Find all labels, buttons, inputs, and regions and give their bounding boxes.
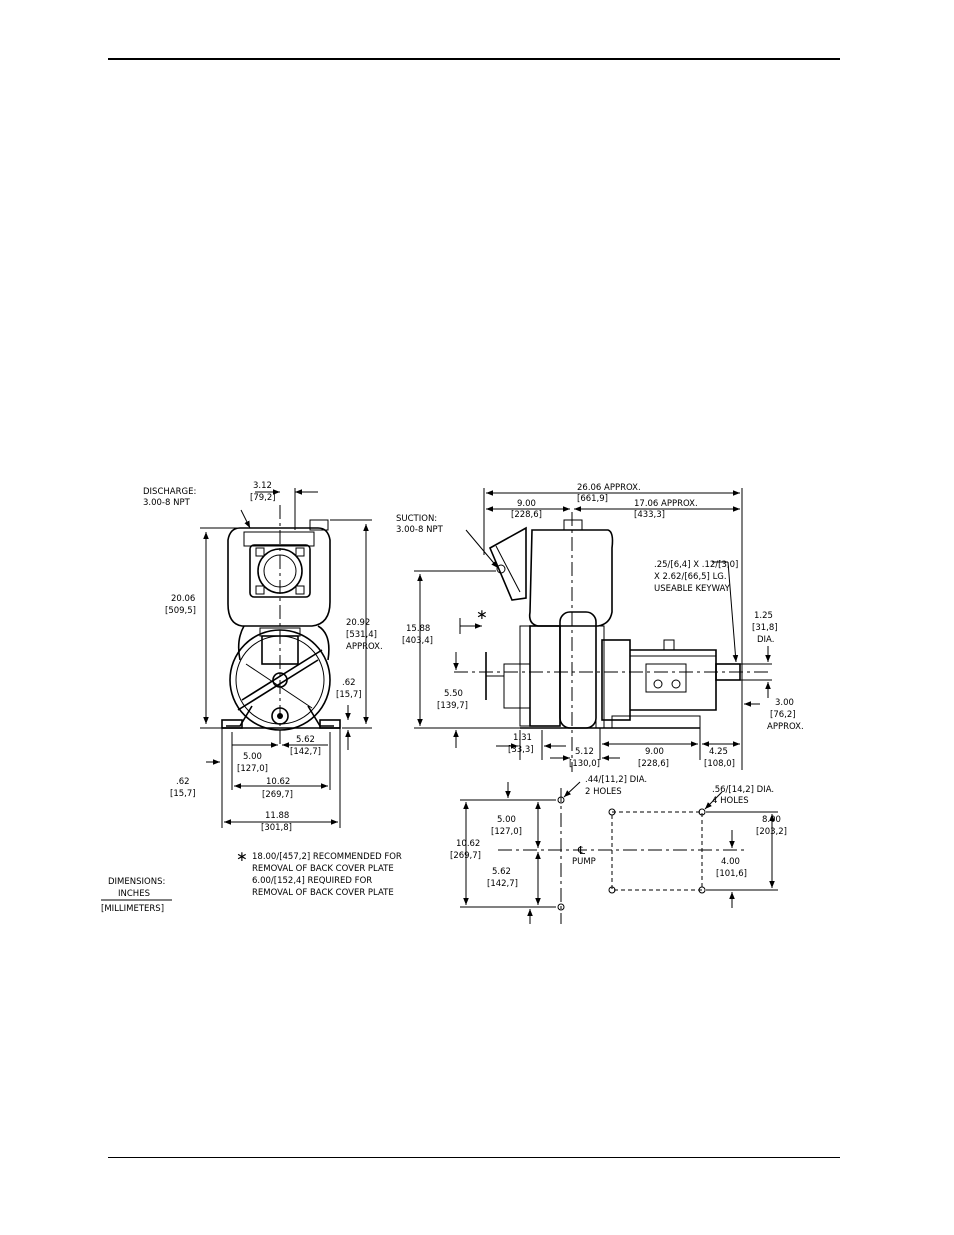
plan-dim-4-00-in: 4.00 — [721, 857, 740, 867]
dim-5-00-mm: [127,0] — [237, 764, 268, 774]
legend-title: DIMENSIONS: — [108, 877, 165, 887]
hole-small-size: .44/[11,2] DIA. — [585, 775, 647, 785]
front-dimension-texts: DISCHARGE: 3.00-8 NPT 3.12 [79,2] 20.06 … — [143, 481, 383, 833]
dim-9-00-bottom-in: 9.00 — [645, 747, 664, 757]
dim-15-88-mm: [403,4] — [402, 636, 433, 646]
dim-20-92-approx: APPROX. — [346, 642, 383, 652]
dim-3-00-mm: [76,2] — [770, 710, 796, 720]
dim-5-50-mm: [139,7] — [437, 701, 468, 711]
dim-5-62-mm: [142,7] — [290, 747, 321, 757]
note-line-2: REMOVAL OF BACK COVER PLATE — [252, 864, 394, 874]
dim-9-00-top-in: 9.00 — [517, 499, 536, 509]
plan-dim-4-00-mm: [101,6] — [716, 869, 747, 879]
dim-foot-right-mm: [15,7] — [336, 690, 362, 700]
top-rule — [108, 58, 840, 60]
discharge-size: 3.00-8 NPT — [143, 498, 191, 508]
keyway-line-1: .25/[6,4] X .12/[3,0] — [654, 560, 738, 570]
plan-dim-5-00-in: 5.00 — [497, 815, 516, 825]
dim-4-25-mm: [108,0] — [704, 759, 735, 769]
suction-size: 3.00-8 NPT — [396, 525, 444, 535]
dim-5-50-in: 5.50 — [444, 689, 463, 699]
dim-1-31-mm: [33,3] — [508, 745, 534, 755]
dim-3-00-in: 3.00 — [775, 698, 794, 708]
legend-inches: INCHES — [118, 889, 150, 899]
dim-1-25-in: 1.25 — [754, 611, 773, 621]
discharge-label: DISCHARGE: — [143, 487, 196, 497]
dim-10-62-mm: [269,7] — [262, 790, 293, 800]
dim-4-25-in: 4.25 — [709, 747, 728, 757]
base-plan-view — [460, 781, 778, 924]
dim-11-88-in: 11.88 — [265, 811, 289, 821]
dim-11-88-mm: [301,8] — [261, 823, 292, 833]
dim-3-12-mm: [79,2] — [250, 493, 276, 503]
note-line-4: REMOVAL OF BACK COVER PLATE — [252, 888, 394, 898]
dim-17-06-in: 17.06 APPROX. — [634, 499, 698, 509]
side-dimension-lines — [414, 488, 772, 770]
dim-1-31-in: 1.31 — [513, 733, 532, 743]
plan-dim-8-00-mm: [203,2] — [756, 827, 787, 837]
asterisk-mark: ∗ — [476, 607, 488, 623]
dim-20-06-in: 20.06 — [171, 594, 195, 604]
dim-20-92-mm: [531,4] — [346, 630, 377, 640]
dim-17-06-mm: [433,3] — [634, 510, 665, 520]
dim-3-00-approx: APPROX. — [767, 722, 804, 732]
hole-small-count: 2 HOLES — [585, 787, 622, 797]
dim-foot-left-mm: [15,7] — [170, 789, 196, 799]
suction-label: SUCTION: — [396, 514, 437, 524]
dim-20-06-mm: [509,5] — [165, 606, 196, 616]
plan-dim-5-62-in: 5.62 — [492, 867, 511, 877]
dim-9-00-top-mm: [228,6] — [511, 510, 542, 520]
centerline-symbol: ℄ — [577, 844, 585, 857]
dim-3-12-in: 3.12 — [253, 481, 272, 491]
dim-20-92-in: 20.92 — [346, 618, 370, 628]
bottom-rule — [108, 1157, 840, 1158]
hole-large-size: .56/[14,2] DIA. — [712, 785, 774, 795]
keyway-line-2: X 2.62/[66,5] LG. — [654, 572, 727, 582]
front-dimension-lines — [200, 488, 372, 828]
dim-5-62-in: 5.62 — [296, 735, 315, 745]
dim-26-06-in: 26.06 APPROX. — [577, 483, 641, 493]
removal-note: ∗ 18.00/[457,2] RECOMMENDED FOR REMOVAL … — [236, 849, 402, 898]
dim-1-25-mm: [31,8] — [752, 623, 778, 633]
keyway-line-3: USEABLE KEYWAY — [654, 584, 731, 594]
dimensions-legend: DIMENSIONS: INCHES [MILLIMETERS] — [101, 877, 172, 914]
side-view-pump — [485, 519, 741, 729]
plan-dim-10-62-in: 10.62 — [456, 839, 480, 849]
legend-millimeters: [MILLIMETERS] — [101, 904, 164, 914]
plan-dim-10-62-mm: [269,7] — [450, 851, 481, 861]
dim-1-25-dia: DIA. — [757, 635, 774, 645]
plan-dim-5-62-mm: [142,7] — [487, 879, 518, 889]
dim-5-12-mm: [130,0] — [569, 759, 600, 769]
note-line-1: 18.00/[457,2] RECOMMENDED FOR — [252, 852, 402, 862]
plan-dim-5-00-mm: [127,0] — [491, 827, 522, 837]
dim-26-06-mm: [661,9] — [577, 494, 608, 504]
dim-15-88-in: 15.88 — [406, 624, 430, 634]
dim-10-62-in: 10.62 — [266, 777, 290, 787]
front-view-pump — [221, 519, 341, 731]
dim-foot-right-in: .62 — [342, 678, 356, 688]
dim-5-00-in: 5.00 — [243, 752, 262, 762]
base-plan-texts: .44/[11,2] DIA. 2 HOLES .56/[14,2] DIA. … — [450, 775, 787, 889]
dim-9-00-bottom-mm: [228,6] — [638, 759, 669, 769]
side-dimension-texts: 26.06 APPROX. [661,9] 9.00 [228,6] 17.06… — [396, 483, 804, 769]
centerline-label: PUMP — [572, 857, 596, 867]
dim-foot-left-in: .62 — [176, 777, 190, 787]
hole-large-count: 4 HOLES — [712, 796, 749, 806]
note-line-3: 6.00/[152,4] REQUIRED FOR — [252, 876, 372, 886]
plan-dim-8-00-in: 8.00 — [762, 815, 781, 825]
note-asterisk: ∗ — [236, 849, 248, 865]
dim-5-12-in: 5.12 — [575, 747, 594, 757]
